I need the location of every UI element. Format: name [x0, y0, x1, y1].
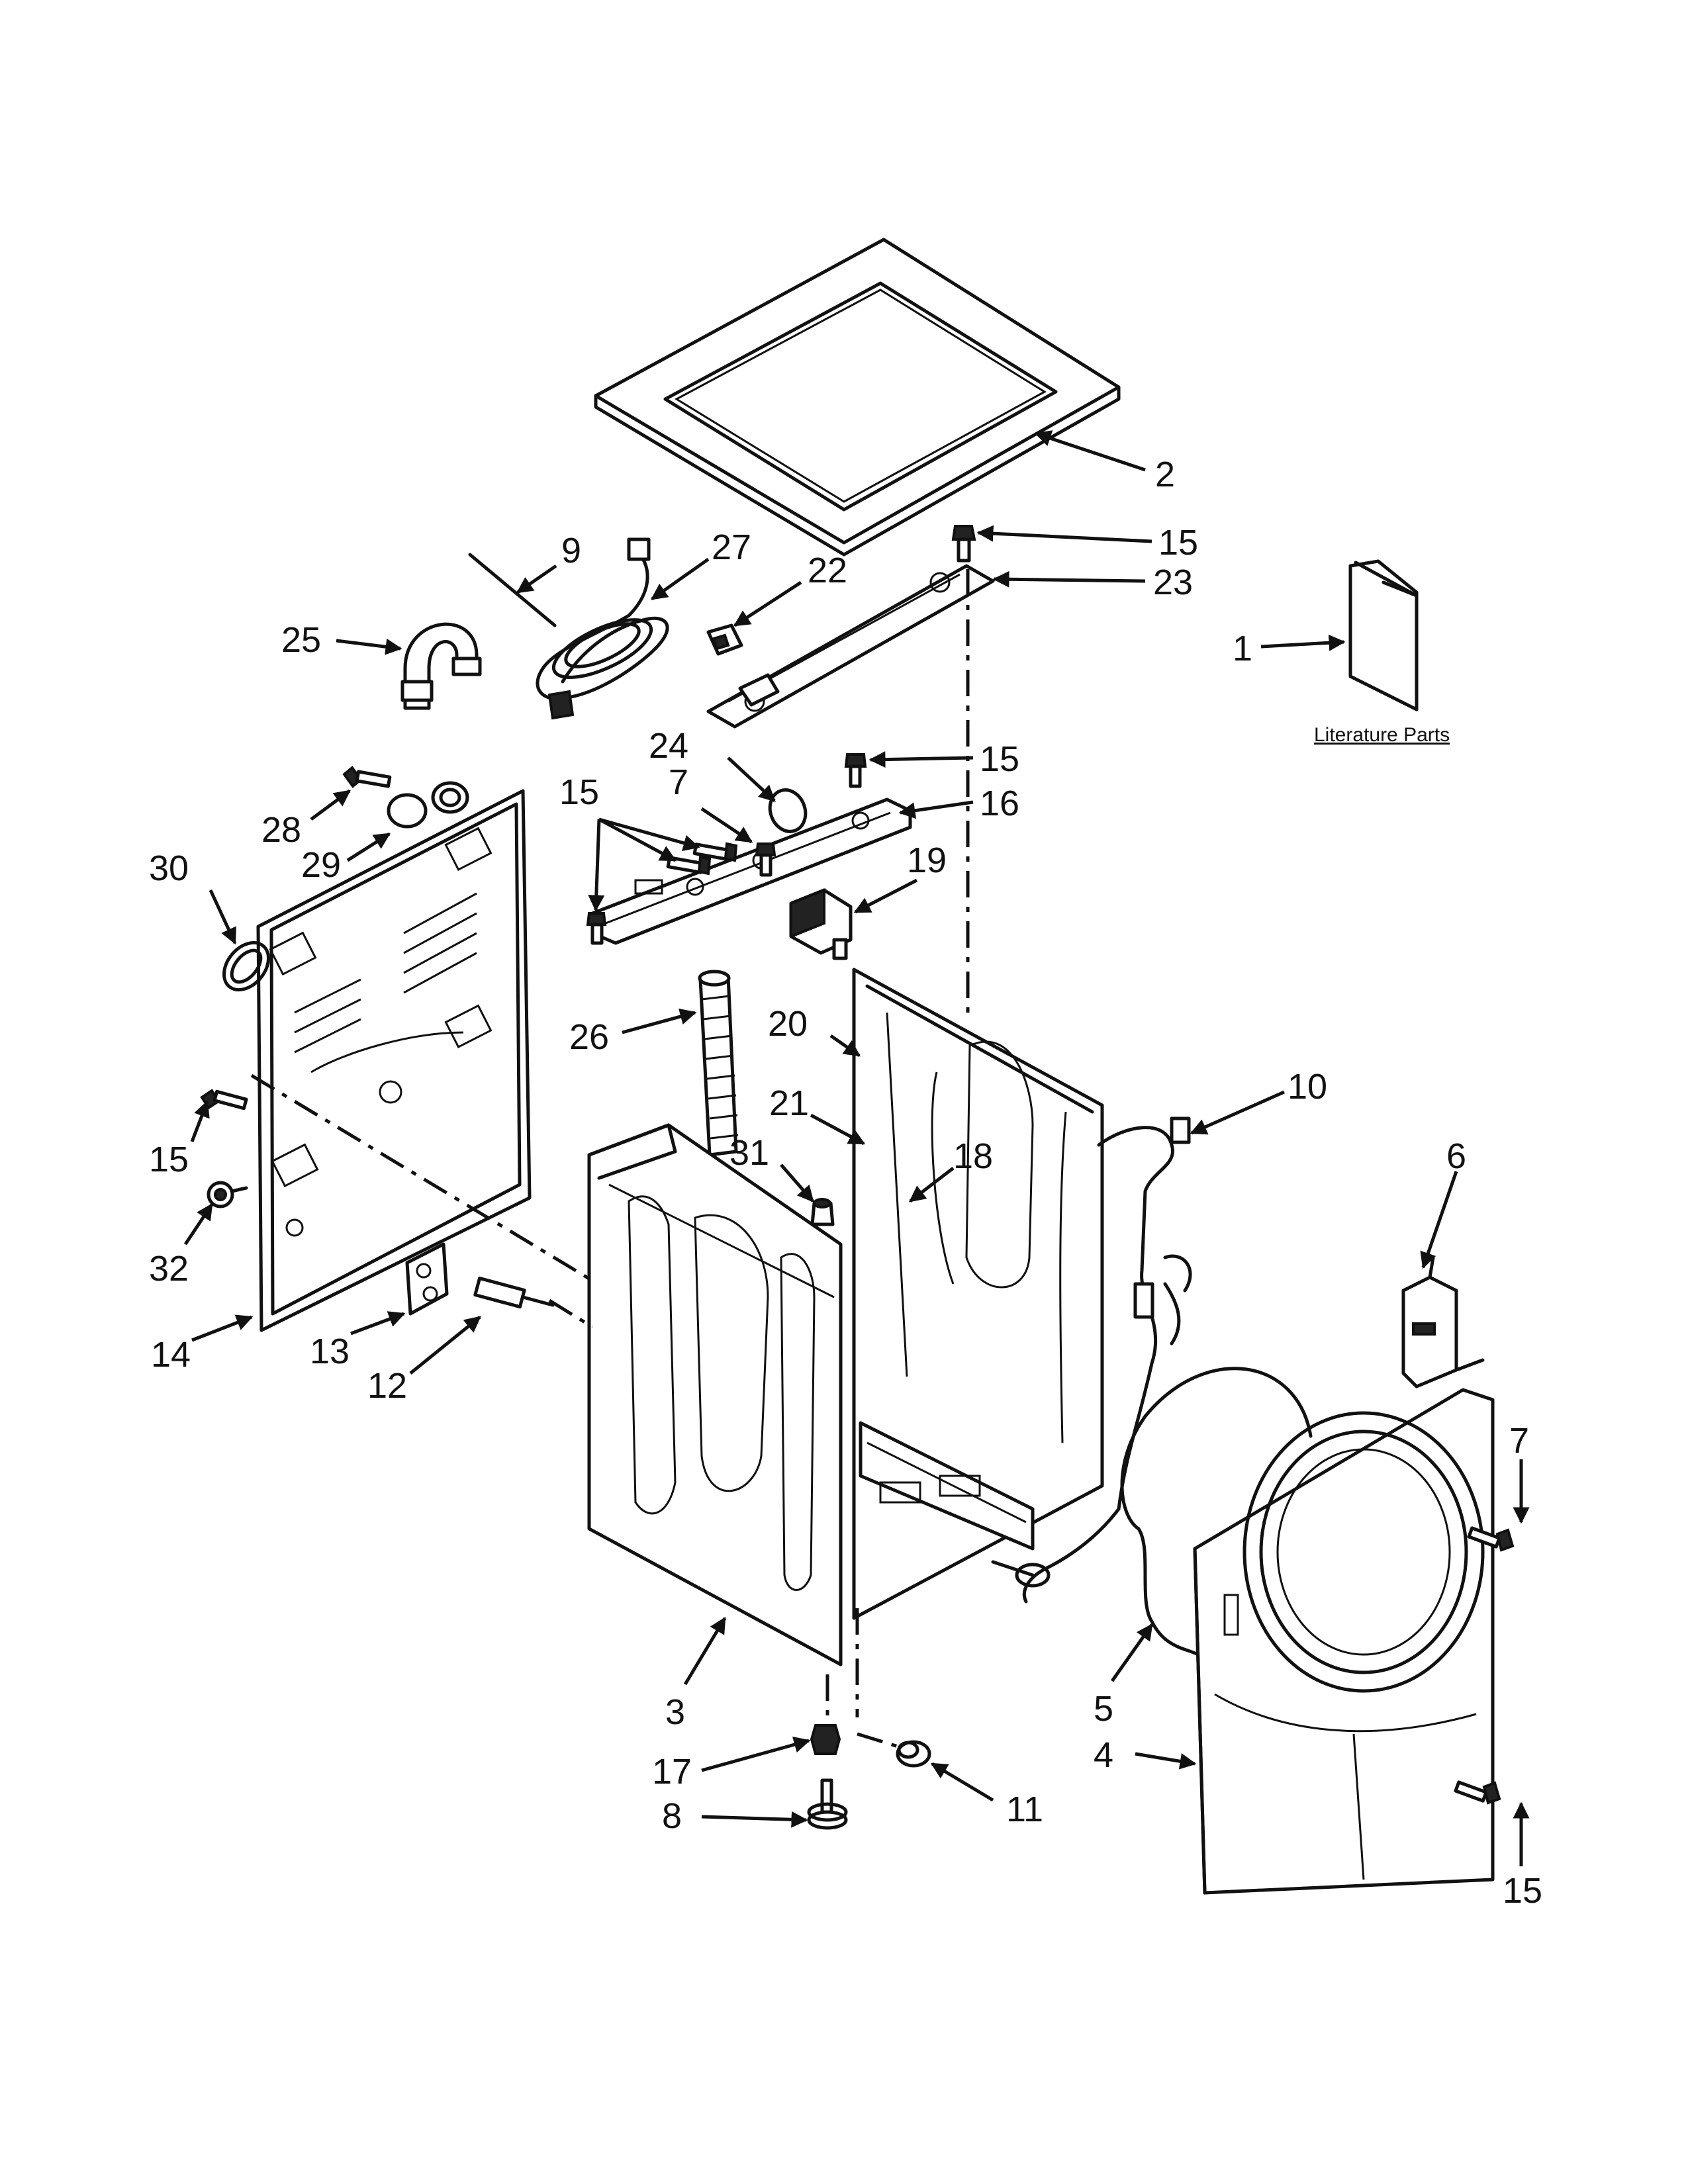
- callout-4: 4: [1094, 1735, 1113, 1775]
- cabinet-side-panel-part-3: [587, 1123, 843, 1666]
- callout-32: 32: [149, 1249, 189, 1289]
- callout-28: 28: [261, 810, 301, 850]
- leveling-foot-part-8: [807, 1778, 848, 1830]
- callout-17: 17: [652, 1752, 692, 1792]
- callout-20: 20: [768, 1004, 808, 1044]
- callout-8: 8: [662, 1796, 682, 1836]
- callout-15: 15: [559, 772, 599, 812]
- callout-21: 21: [769, 1083, 809, 1123]
- literature-parts-label: Literature Parts: [1314, 724, 1450, 746]
- callout-labels: 2 15 23 1 9 27 22 25 24 15 7 15 16 28 29…: [149, 455, 1542, 1911]
- callout-18: 18: [953, 1136, 993, 1176]
- callout-3: 3: [665, 1692, 685, 1732]
- literature-booklet-part-1: [1348, 559, 1419, 711]
- callout-30: 30: [149, 848, 189, 888]
- hose-clamp-part-29: [387, 781, 469, 829]
- wire-part-9: [468, 553, 557, 627]
- callout-16: 16: [980, 784, 1019, 823]
- power-cord-part-27: [536, 537, 669, 720]
- callout-24: 24: [649, 726, 688, 766]
- wire-harness-part-10: [991, 1116, 1192, 1604]
- callout-14: 14: [151, 1335, 191, 1375]
- top-brace-part-23: [706, 564, 995, 729]
- clip-part-22: [706, 623, 743, 656]
- screw-part-15-brace-right: [844, 753, 867, 788]
- screw-part-15-brace-b: [666, 855, 712, 876]
- shipping-bolt-part-12: [473, 1276, 555, 1309]
- callout-27: 27: [712, 527, 751, 567]
- plug-part-32: [207, 1181, 248, 1208]
- screw-part-7-upper: [755, 842, 776, 877]
- callout-2: 2: [1155, 455, 1175, 494]
- callout-26: 26: [569, 1017, 609, 1057]
- screw-part-28: [342, 766, 392, 788]
- callout-15: 15: [149, 1140, 189, 1179]
- cap-part-11: [896, 1740, 931, 1768]
- clamp-part-24: [768, 788, 808, 833]
- spacer-part-31: [810, 1198, 835, 1226]
- callout-29: 29: [301, 845, 341, 885]
- alignment-lines: [250, 569, 970, 1749]
- callout-9: 9: [561, 531, 581, 570]
- screw-part-15-right: [1454, 1780, 1501, 1805]
- bracket-part-13: [405, 1242, 449, 1316]
- screw-part-15-brace-c: [586, 912, 607, 945]
- wire-part-5: [1120, 1367, 1313, 1657]
- callout-15: 15: [980, 739, 1019, 779]
- callout-13: 13: [310, 1332, 350, 1371]
- callout-15: 15: [1158, 523, 1198, 563]
- callout-31: 31: [729, 1133, 769, 1173]
- callout-11: 11: [1006, 1790, 1043, 1829]
- callout-1: 1: [1233, 629, 1252, 668]
- callout-6: 6: [1446, 1136, 1466, 1176]
- screw-part-15-left: [200, 1089, 248, 1111]
- fill-hose-part-26: [698, 970, 739, 1157]
- callout-25: 25: [281, 620, 321, 660]
- top-panel-part-2: [594, 238, 1121, 557]
- screw-part-15-top: [951, 525, 976, 563]
- callout-15: 15: [1503, 1871, 1542, 1911]
- callout-22: 22: [808, 551, 847, 590]
- leader-arrows: [183, 430, 1530, 1866]
- grommet-part-30: [222, 940, 270, 992]
- callout-12: 12: [367, 1366, 407, 1406]
- nut-part-17: [810, 1724, 841, 1755]
- callout-23: 23: [1153, 563, 1193, 602]
- cabinet-side-frame: [852, 968, 1104, 1620]
- water-valve-part-19: [789, 888, 853, 960]
- callout-7: 7: [669, 762, 688, 802]
- front-panel-part-4: [1193, 1388, 1495, 1895]
- screw-part-7-right: [1467, 1526, 1515, 1552]
- door-lock-part-6: [1401, 1255, 1485, 1388]
- callout-10: 10: [1288, 1067, 1327, 1107]
- callout-5: 5: [1094, 1689, 1113, 1729]
- rear-panel-part-14: [256, 789, 532, 1332]
- callout-19: 19: [907, 841, 947, 880]
- rear-brace-part-16: [590, 797, 912, 945]
- drain-hose-support-part-25: [400, 622, 482, 710]
- callout-7: 7: [1509, 1421, 1529, 1461]
